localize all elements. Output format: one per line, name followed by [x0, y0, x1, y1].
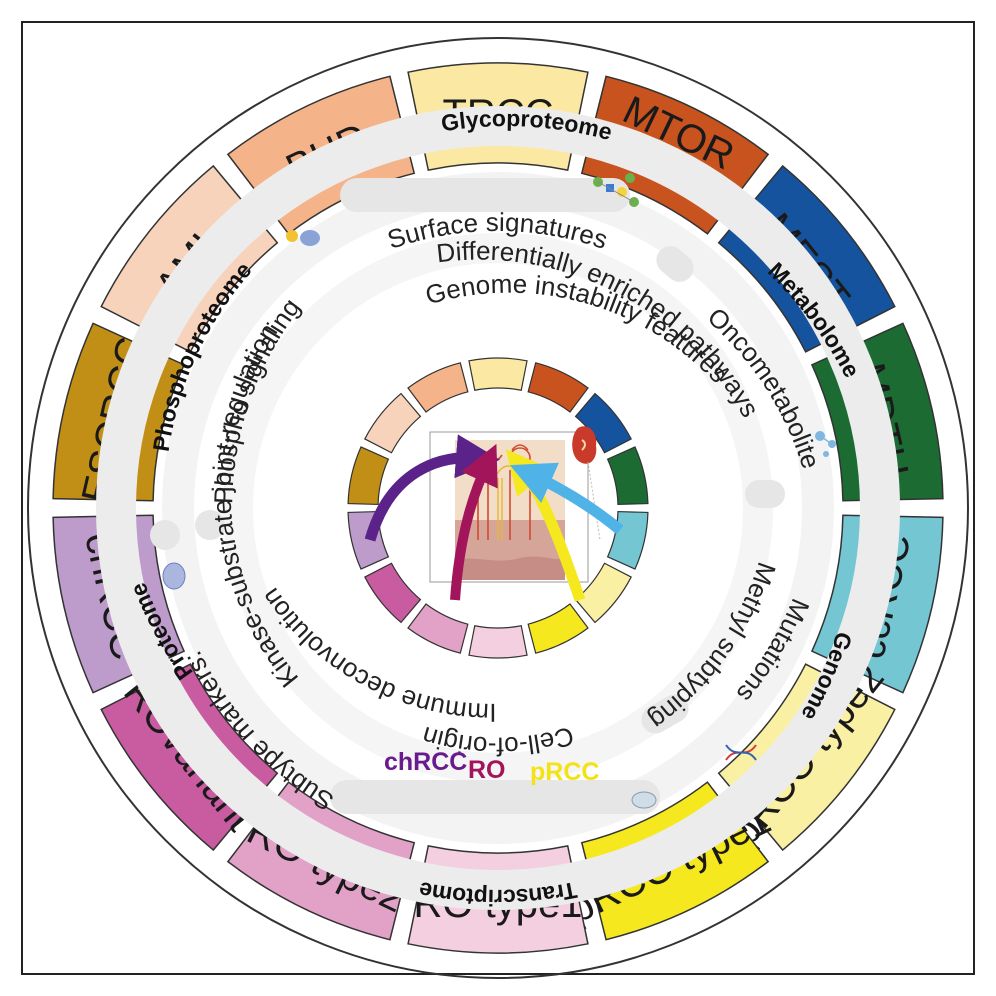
kidney-icon [572, 426, 601, 541]
inner-segment-ro-type1 [468, 625, 528, 659]
inner-segment-trcc [468, 357, 528, 391]
omics-band [96, 106, 900, 910]
inner-segment-escrcc [347, 446, 390, 506]
glycan-icon [593, 173, 639, 207]
inner-segment-aml [364, 392, 422, 454]
marker-ro: RO [468, 756, 506, 784]
inner-segment-mdth [606, 446, 649, 506]
inner-segment-mest [574, 392, 632, 454]
inner-segment-rovariant [364, 562, 422, 624]
outer-circle [27, 37, 969, 979]
feature-band-inner [223, 233, 773, 783]
arrow-ccrcc [509, 462, 624, 535]
inner-segment-mtor-mutated [527, 362, 589, 413]
phosphoprotein-icon [286, 230, 320, 246]
inner-segment-ro-type2 [407, 603, 469, 654]
inner-segment-prcc-type1 [527, 603, 589, 654]
rna-icon [631, 791, 657, 809]
band-highlights [150, 178, 785, 814]
arrow-ro [450, 443, 498, 601]
subtype-marker-words: chRCC RO pRCC [384, 748, 599, 786]
origin-arrows [364, 434, 624, 602]
metabolite-icon [815, 431, 836, 457]
protein-icon [162, 562, 186, 590]
marker-chrcc: chRCC [384, 748, 467, 776]
dna-icon [725, 744, 757, 761]
marker-prcc: pRCC [530, 758, 599, 786]
inner-segment-bhd [407, 362, 469, 413]
inner-subtype-ring [347, 357, 649, 659]
